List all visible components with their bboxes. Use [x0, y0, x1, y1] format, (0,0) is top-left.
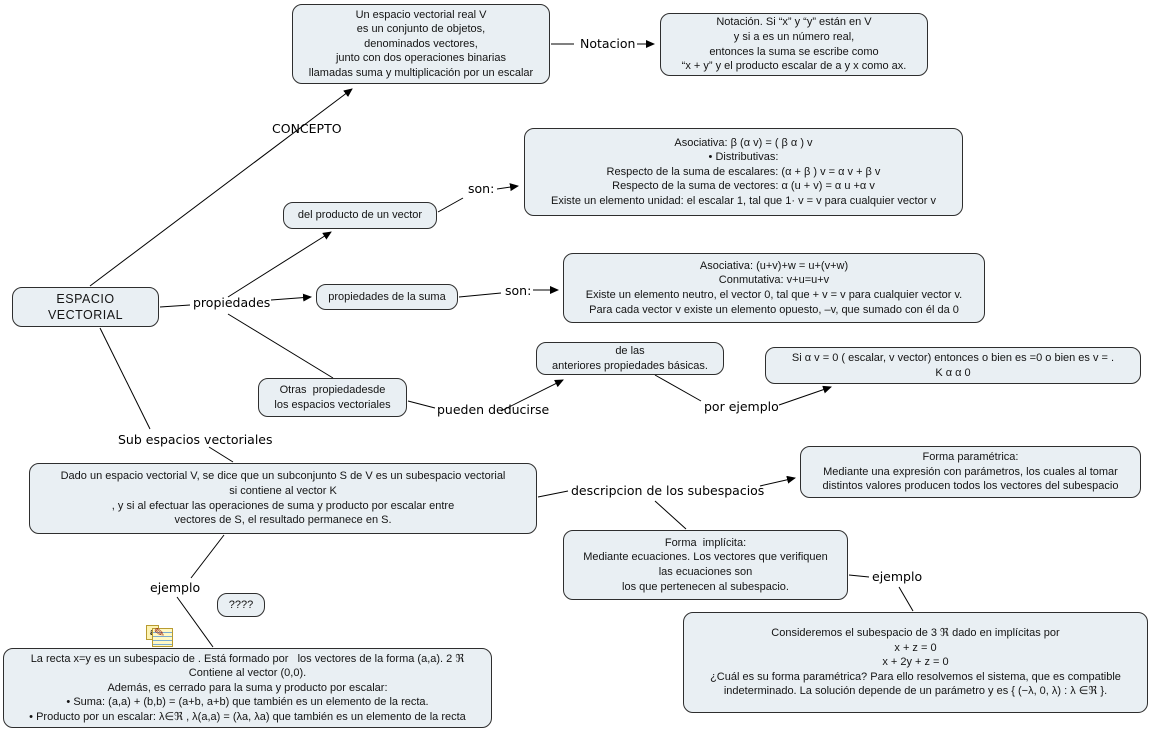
link-label-pueden-deducirse[interactable]: pueden deducirse	[437, 402, 550, 417]
node-propiedades-suma-det-text: Asociativa: (u+v)+w = u+(v+w) Conmutativ…	[585, 259, 963, 316]
node-espacio-vectorial[interactable]: ESPACIO VECTORIAL	[12, 287, 159, 327]
edge-pueden-b	[500, 379, 564, 412]
edge-propiedades-b	[270, 293, 312, 302]
edge-ejemplo-consideremos	[898, 586, 914, 612]
node-propiedades-producto-text: Asociativa: β (α v) = ( β α ) v • Distri…	[551, 136, 936, 207]
node-producto-vector[interactable]: del producto de un vector	[283, 202, 437, 229]
node-propiedades-suma[interactable]: propiedades de la suma	[316, 284, 458, 310]
link-label-concepto[interactable]: CONCEPTO	[272, 121, 342, 136]
node-interrogantes-text: ????	[228, 598, 254, 611]
link-label-notacion[interactable]: Notacion	[578, 36, 638, 51]
edge-ejemplo-recta	[176, 596, 214, 648]
link-label-son-producto[interactable]: son:	[466, 181, 497, 196]
link-label-ejemplo-recta[interactable]: ejemplo	[150, 580, 201, 595]
edge-descripcion-implicita	[654, 500, 687, 530]
node-ejemplo-implicitas[interactable]: Consideremos el subespacio de 3 ℜ dado e…	[683, 612, 1148, 713]
node-de-las-anteriores-text: de las anteriores propiedades básicas.	[552, 344, 708, 372]
edge-pueden-a	[407, 400, 436, 409]
edge-porejemplo-b	[778, 385, 832, 406]
node-ejemplo-implicitas-text: Consideremos el subespacio de 3 ℜ dado e…	[710, 627, 1121, 698]
node-forma-implicita-text: Forma implícita: Mediante ecuaciones. Lo…	[583, 536, 828, 593]
node-ejemplo-recta-text: La recta x=y es un subespacio de . Está …	[29, 652, 466, 723]
edge-son1-a	[437, 197, 464, 213]
edge-propiedades-up	[227, 231, 332, 298]
node-si-alfa-v[interactable]: Si α v = 0 ( escalar, v vector) entonces…	[765, 347, 1141, 384]
edge-son1-b	[496, 183, 519, 192]
node-de-las-anteriores[interactable]: de las anteriores propiedades básicas.	[536, 342, 724, 375]
edge-subespacios-a	[99, 327, 151, 430]
edge-propiedades-down	[227, 313, 334, 379]
link-label-son-suma[interactable]: son:	[503, 283, 534, 298]
node-definicion-espacio-text: Un espacio vectorial real V es un conjun…	[308, 8, 534, 79]
link-label-ejemplo-formas[interactable]: ejemplo	[872, 569, 923, 584]
edge-descripcion-b	[759, 475, 796, 487]
edge-son2-a	[458, 292, 502, 298]
node-otras-propiedades-text: Otras propiedadesde los espacios vectori…	[274, 383, 391, 411]
node-si-alfa-v-text: Si α v = 0 ( escalar, v vector) entonces…	[791, 351, 1115, 379]
node-otras-propiedades[interactable]: Otras propiedadesde los espacios vectori…	[258, 378, 407, 417]
link-label-descripcion[interactable]: descripcion de los subespacios	[571, 483, 765, 498]
node-forma-implicita[interactable]: Forma implícita: Mediante ecuaciones. Lo…	[563, 530, 848, 600]
node-notacion-text: Notación. Si “x” y “y” están en V y si a…	[681, 16, 907, 73]
node-forma-parametrica[interactable]: Forma paramétrica: Mediante una expresió…	[800, 446, 1141, 498]
node-producto-vector-text: del producto de un vector	[297, 209, 423, 222]
node-forma-parametrica-text: Forma paramétrica: Mediante una expresió…	[822, 451, 1119, 493]
link-label-propiedades[interactable]: propiedades	[193, 295, 271, 310]
edge-concepto	[89, 88, 353, 287]
node-propiedades-suma-text: propiedades de la suma	[328, 290, 446, 303]
edge-propiedades-a	[159, 304, 191, 308]
node-definicion-espacio[interactable]: Un espacio vectorial real V es un conjun…	[292, 4, 550, 84]
edge-dado-ejemplo	[190, 534, 225, 579]
pencil-icon: ✎	[153, 624, 166, 641]
node-definicion-subespacio-text: Dado un espacio vectorial V, se dice que…	[60, 470, 506, 527]
node-definicion-subespacio[interactable]: Dado un espacio vectorial V, se dice que…	[29, 463, 537, 534]
link-label-por-ejemplo[interactable]: por ejemplo	[704, 399, 779, 414]
node-ejemplo-recta[interactable]: La recta x=y es un subespacio de . Está …	[3, 648, 492, 728]
annotation-note-icon[interactable]: a ✎	[146, 624, 173, 648]
node-interrogantes[interactable]: ????	[217, 593, 265, 617]
node-espacio-vectorial-text: ESPACIO VECTORIAL	[47, 291, 124, 323]
link-label-subespacios[interactable]: Sub espacios vectoriales	[118, 432, 273, 447]
node-notacion[interactable]: Notación. Si “x” y “y” están en V y si a…	[660, 13, 928, 76]
node-propiedades-suma-det[interactable]: Asociativa: (u+v)+w = u+(v+w) Conmutativ…	[563, 253, 985, 323]
edge-porejemplo-a	[654, 374, 702, 402]
node-propiedades-producto[interactable]: Asociativa: β (α v) = ( β α ) v • Distri…	[524, 128, 963, 216]
edge-descripcion-a	[537, 490, 569, 498]
edge-subespacios-b	[208, 446, 234, 463]
edge-implicita-ejemplo	[848, 574, 870, 578]
note-paper-icon: ✎	[152, 624, 173, 647]
